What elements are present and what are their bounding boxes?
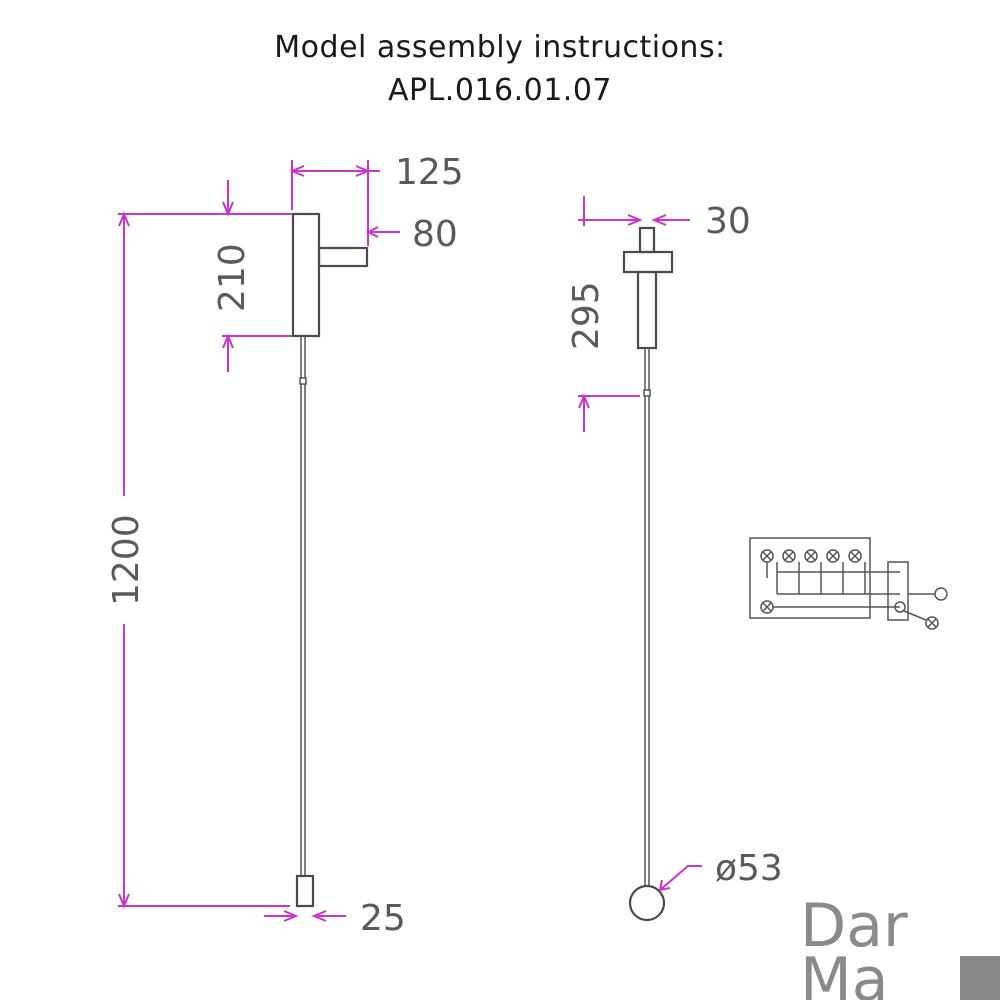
- terminal-icon: [848, 549, 862, 563]
- dim-left-total: 1200: [106, 514, 147, 606]
- left-end-cap: [295, 874, 315, 908]
- right-sphere: [628, 884, 666, 922]
- right-top-stem: [638, 226, 656, 254]
- terminal-icon: [826, 549, 840, 563]
- right-canopy-ring: [622, 250, 674, 274]
- connector-block: [887, 561, 909, 621]
- left-dimensions: 125 80 210 1200 25: [106, 152, 464, 939]
- model-code: APL.016.01.07: [387, 73, 613, 108]
- dim-right-head: 295: [566, 281, 607, 350]
- right-cable-joint: [643, 389, 651, 397]
- logo-line2: Ma: [800, 945, 889, 1000]
- dim-right-width: 30: [705, 201, 751, 242]
- left-cable-joint: [299, 377, 307, 385]
- diagram-title: Model assembly instructions:: [274, 30, 726, 65]
- left-lamp-view: [291, 212, 369, 908]
- right-lamp-body: [636, 270, 658, 350]
- logo-square-icon: [960, 956, 1000, 1000]
- right-lamp-view: [622, 226, 674, 922]
- left-lamp-body: [291, 212, 321, 338]
- output-terminal-icon: [934, 587, 948, 601]
- dim-right-sphere: ø53: [715, 848, 783, 889]
- dim-left-head: 210: [212, 243, 253, 312]
- wiring-diagram: [749, 537, 948, 630]
- terminal-block: [749, 537, 871, 619]
- ground-terminal-icon: [925, 616, 939, 630]
- dim-left-width: 125: [395, 152, 464, 193]
- dim-left-arm: 80: [412, 214, 458, 255]
- right-dimensions: 30 295 ø53: [566, 196, 783, 892]
- terminal-icon: [782, 549, 796, 563]
- brand-logo: Dar Ma: [800, 891, 1000, 1000]
- led-terminals: [760, 549, 862, 563]
- terminal-icon: [804, 549, 818, 563]
- dim-left-end: 25: [360, 898, 406, 939]
- left-lamp-arm: [317, 246, 369, 268]
- logo-line1: Dar: [800, 891, 908, 961]
